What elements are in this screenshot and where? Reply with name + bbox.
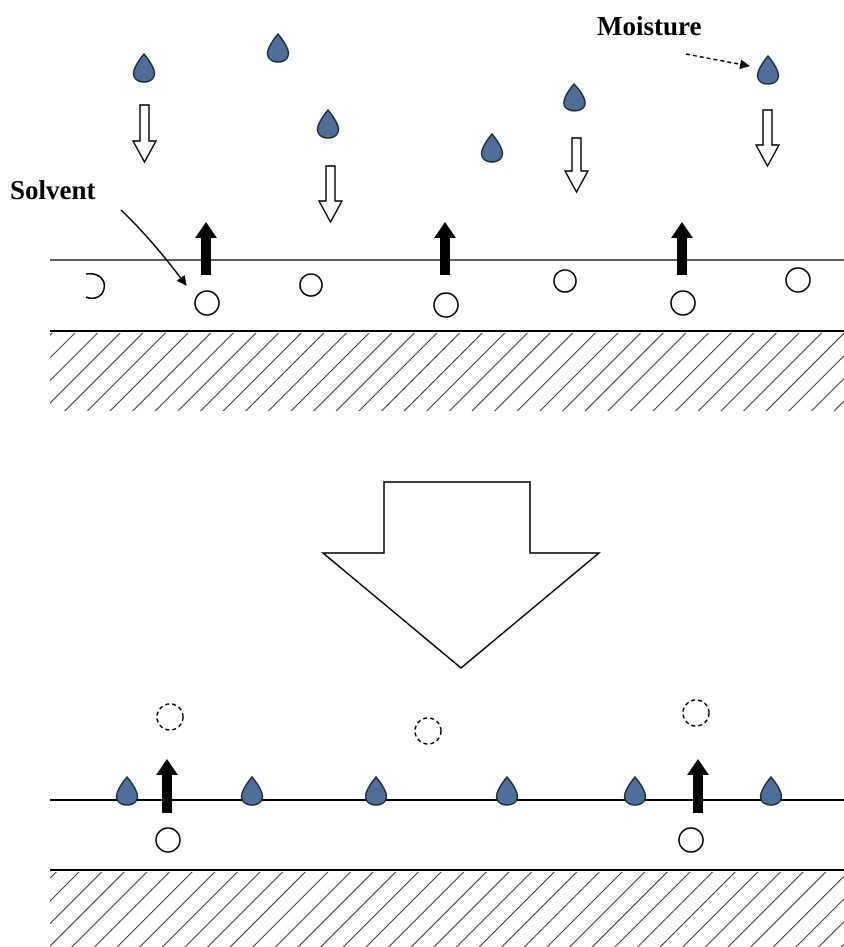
solvent-pointer-arrow bbox=[120, 209, 187, 286]
moisture-label: Moisture bbox=[597, 11, 702, 41]
water-droplet-icon bbox=[623, 775, 647, 806]
solvent-circle-icon bbox=[553, 269, 577, 293]
water-droplet-icon bbox=[240, 775, 264, 806]
top-solvent-arrows bbox=[195, 222, 693, 275]
dashed-circle-icon bbox=[414, 717, 442, 745]
solid-up-arrow-icon bbox=[156, 759, 178, 813]
moisture-pointer-arrow bbox=[685, 53, 750, 70]
solvent-circle-icon bbox=[155, 827, 181, 853]
top-moisture-arrows bbox=[131, 104, 781, 224]
hollow-down-arrow-icon bbox=[317, 165, 344, 224]
water-droplet-icon bbox=[266, 32, 290, 63]
solid-up-arrow-icon bbox=[671, 222, 693, 275]
bottom-surface-droplets bbox=[115, 775, 783, 806]
dashed-circle-icon bbox=[156, 703, 184, 731]
dashed-circle-icon bbox=[682, 699, 710, 727]
water-droplet-icon bbox=[480, 132, 504, 163]
top-substrate-hatch bbox=[50, 333, 844, 411]
water-droplet-icon bbox=[563, 82, 586, 112]
hollow-down-arrow-icon bbox=[131, 104, 158, 164]
top-droplets bbox=[132, 32, 780, 163]
bottom-evaporated-solvent bbox=[156, 699, 710, 745]
water-droplet-icon bbox=[756, 54, 780, 85]
water-droplet-icon bbox=[364, 775, 388, 806]
solvent-circle-icon bbox=[194, 290, 220, 316]
water-droplet-icon bbox=[132, 52, 156, 83]
solid-up-arrow-icon bbox=[434, 222, 456, 275]
solvent-circle-icon bbox=[785, 267, 811, 293]
water-droplet-icon bbox=[495, 775, 519, 806]
water-droplet-icon bbox=[115, 775, 139, 806]
solvent-circle-icon bbox=[678, 827, 704, 853]
hollow-down-arrow-icon bbox=[563, 137, 590, 194]
solid-up-arrow-icon bbox=[687, 759, 709, 813]
solvent-circle-icon bbox=[85, 272, 106, 300]
bottom-solvent-molecules bbox=[155, 827, 704, 853]
solvent-circle-icon bbox=[670, 290, 696, 316]
water-droplet-icon bbox=[759, 775, 783, 806]
solvent-circle-icon bbox=[299, 273, 323, 297]
solid-up-arrow-icon bbox=[195, 222, 217, 275]
bottom-solvent-arrows bbox=[156, 759, 709, 813]
solvent-circle-icon bbox=[433, 292, 459, 318]
water-droplet-icon bbox=[316, 108, 340, 139]
top-solvent-molecules bbox=[85, 267, 811, 318]
bottom-substrate-hatch bbox=[50, 872, 844, 947]
large-down-arrow-icon bbox=[320, 481, 602, 669]
top-panel bbox=[50, 32, 844, 411]
solvent-label: Solvent bbox=[10, 175, 96, 205]
hollow-down-arrow-icon bbox=[754, 109, 781, 168]
bottom-panel bbox=[50, 699, 844, 947]
